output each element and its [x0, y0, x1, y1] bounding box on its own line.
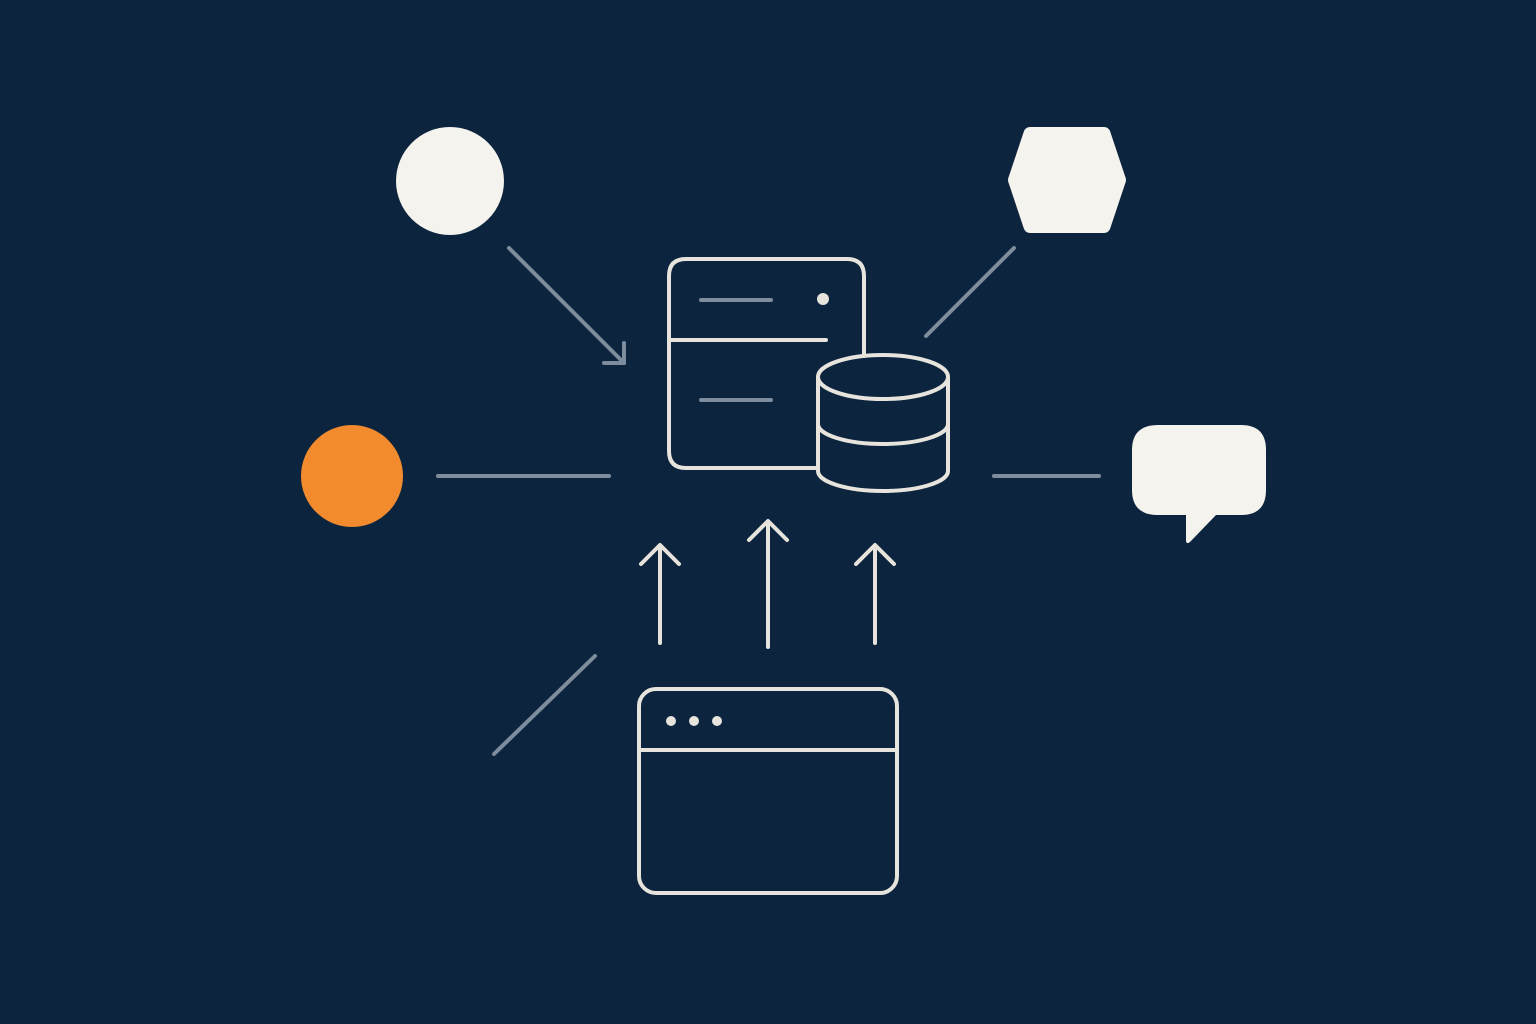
circle-node-icon — [396, 127, 504, 235]
up-arrow-center — [747, 519, 789, 649]
upward-arrows — [639, 519, 896, 649]
browser-frame — [637, 687, 899, 895]
up-arrow-right — [854, 543, 896, 645]
connector-line — [507, 246, 626, 365]
connectors — [436, 246, 1101, 756]
connector-top-left-arrow — [507, 246, 626, 365]
arrow-head — [602, 341, 626, 365]
server-icon — [667, 257, 866, 470]
connector-top-right — [924, 246, 1016, 338]
database-icon — [816, 353, 950, 493]
browser-window-icon — [637, 687, 899, 895]
accent-circle-icon — [301, 425, 403, 527]
window-dot-icon — [712, 716, 722, 726]
chat-bubble-icon — [1132, 425, 1266, 544]
up-arrow-left — [639, 543, 681, 645]
window-dot-icon — [666, 716, 676, 726]
hexagon-node-icon — [1008, 127, 1126, 233]
connector-bottom-left — [492, 654, 597, 756]
server-database-icon — [667, 257, 950, 493]
window-dot-icon — [689, 716, 699, 726]
server-indicator-dot — [817, 293, 829, 305]
